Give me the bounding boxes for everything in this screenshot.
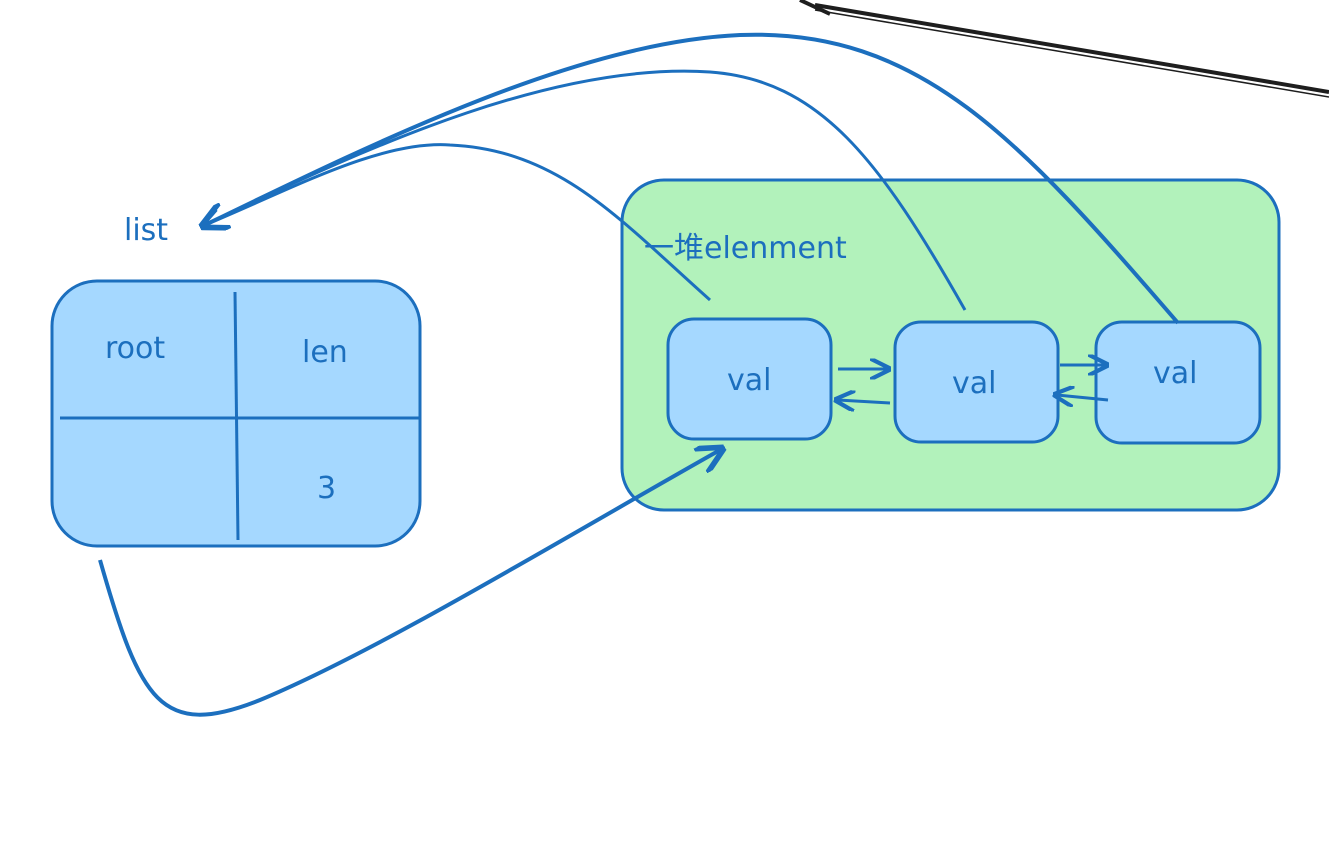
offscreen-black-arrow [799, 0, 1329, 98]
arrow-node2-to-list [205, 69, 967, 311]
node-1-label: val [727, 363, 771, 398]
node-3-label: val [1153, 356, 1197, 391]
list-field-root: root [105, 331, 165, 366]
arrow-root-to-first-node [98, 450, 720, 717]
list-field-len: len [302, 335, 348, 370]
list-struct-divider-vertical [233, 291, 240, 541]
node-1: val [666, 317, 833, 441]
node-2: val [893, 320, 1060, 444]
arrow-node2-to-node1 [838, 400, 891, 403]
list-label: list [124, 213, 168, 248]
arrow-node3-to-node2 [1057, 395, 1109, 400]
arrow-node1-to-list [205, 143, 711, 302]
node-3: val [1094, 320, 1262, 445]
list-len-value: 3 [317, 471, 336, 506]
arrow-node3-to-list [205, 32, 1180, 325]
heap-group-label: 一堆elenment [644, 231, 847, 266]
node-2-label: val [952, 366, 996, 401]
list-struct: root len 3 [50, 279, 422, 548]
